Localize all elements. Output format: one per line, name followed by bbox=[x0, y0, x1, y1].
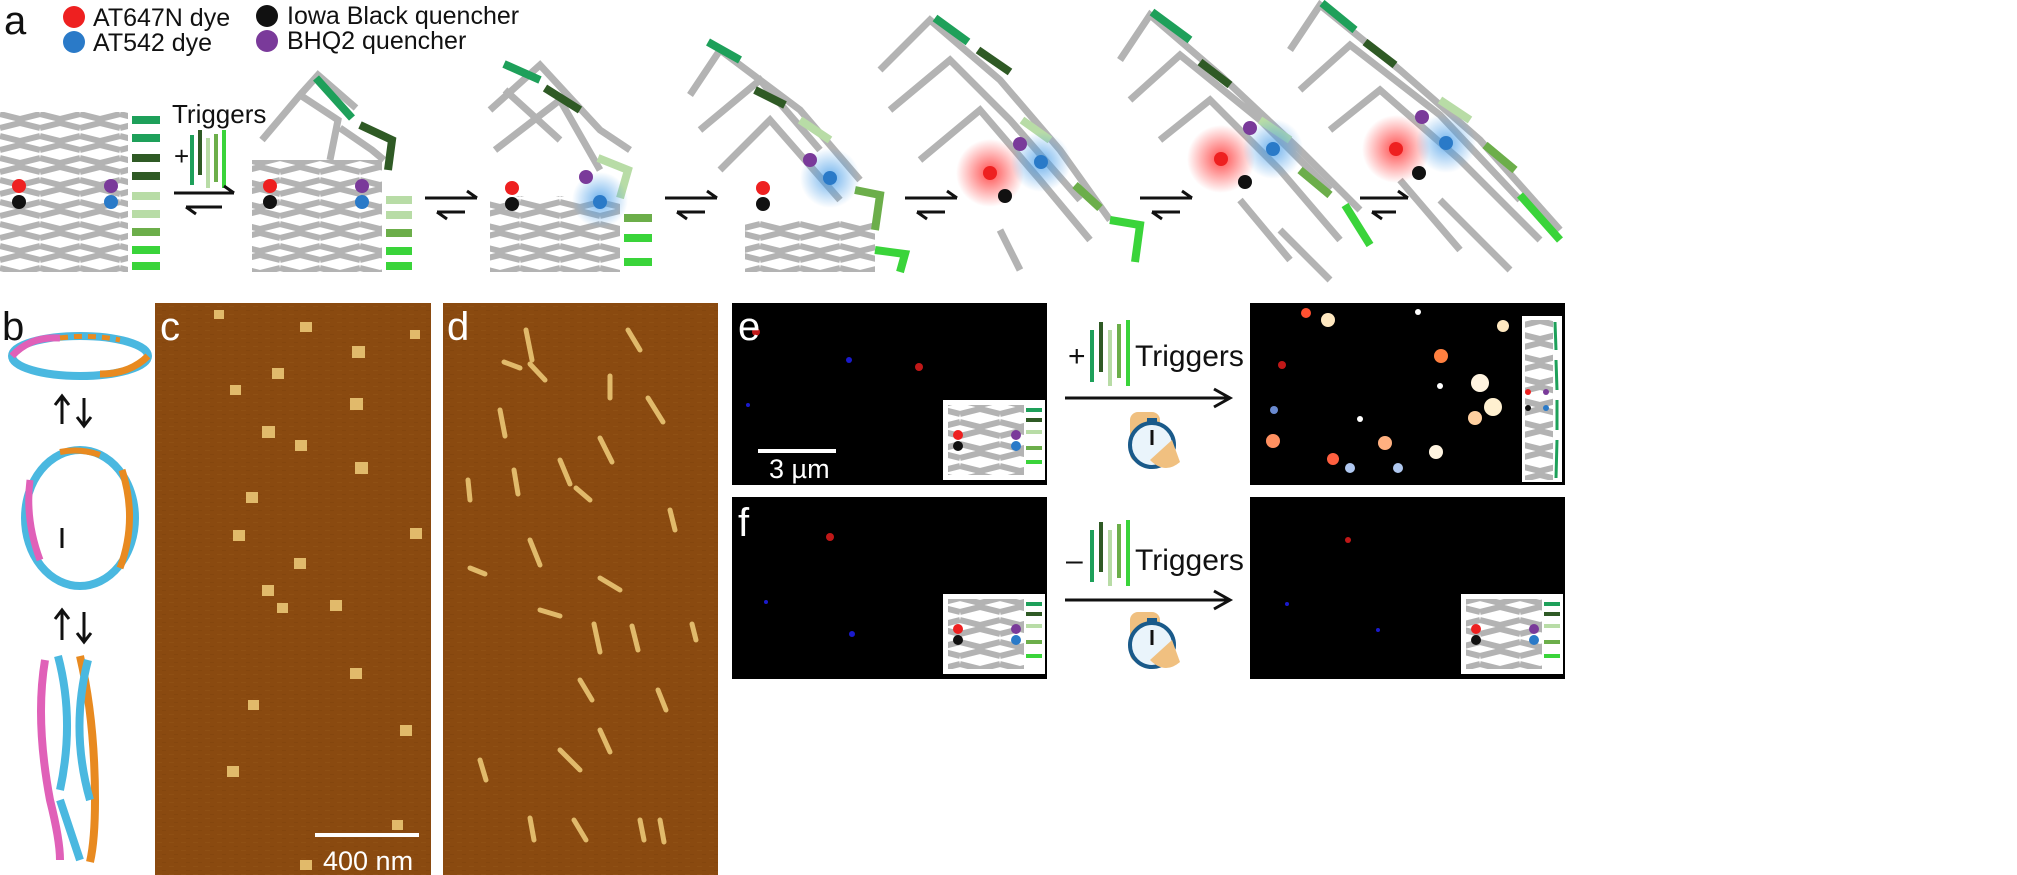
origami-state-4 bbox=[687, 38, 911, 274]
equilibrium-arrow-pair bbox=[1360, 189, 1409, 221]
origami-state-6 bbox=[1117, 8, 1374, 283]
triggers-label: Triggers bbox=[172, 99, 266, 129]
equilibrium-arrow-pair bbox=[905, 189, 958, 221]
fluorescence-image-e-before: 3 µm bbox=[732, 303, 1047, 485]
legend-item-iowa-black: Iowa Black quencher bbox=[256, 2, 519, 30]
fluorescence-image-f-after bbox=[1250, 497, 1565, 679]
minus-sign: – bbox=[1066, 544, 1083, 577]
origami-state-1 bbox=[0, 112, 160, 272]
afm-image-d bbox=[443, 303, 718, 875]
panel-label-f: f bbox=[738, 501, 750, 545]
triggers-plus-group: + Triggers bbox=[1065, 320, 1244, 469]
legend-item-at542: AT542 dye bbox=[63, 29, 212, 57]
panel-label-b: b bbox=[2, 305, 24, 349]
equilibrium-arrow-pair bbox=[174, 184, 235, 216]
inset-origami bbox=[943, 400, 1045, 480]
scale-bar bbox=[315, 833, 419, 837]
legend: AT647N dye AT542 dye Iowa Black quencher… bbox=[63, 2, 519, 57]
blue-dot-icon bbox=[63, 31, 85, 53]
triggers-label: Triggers bbox=[1135, 340, 1244, 373]
equilibrium-arrow-pair bbox=[665, 189, 718, 221]
legend-item-bhq2: BHQ2 quencher bbox=[256, 27, 466, 55]
red-dot-icon bbox=[63, 6, 85, 28]
triggers-minus-group: – Triggers bbox=[1065, 520, 1244, 669]
origami-state-2 bbox=[252, 70, 412, 272]
inset-origami bbox=[1461, 594, 1563, 674]
panel-label-c: c bbox=[160, 305, 180, 349]
inset-origami-open bbox=[1522, 316, 1562, 482]
origami-state-3 bbox=[487, 60, 652, 272]
panel-label-a: a bbox=[4, 0, 27, 43]
afm-image-c: 400 nm bbox=[155, 303, 431, 875]
fluorescence-image-e-after bbox=[1250, 303, 1565, 485]
equilibrium-arrow-pair bbox=[1140, 189, 1193, 221]
scale-label: 3 µm bbox=[769, 454, 830, 484]
scale-label: 400 nm bbox=[323, 846, 413, 875]
origami-state-7 bbox=[1287, 0, 1563, 273]
black-dot-icon bbox=[256, 5, 278, 27]
triggers-label: Triggers bbox=[1135, 544, 1244, 577]
stopwatch-icon bbox=[1128, 612, 1180, 669]
equilibrium-arrow-pair bbox=[425, 189, 478, 221]
triggers-icon: Triggers + bbox=[172, 99, 266, 188]
legend-item-at647n: AT647N dye bbox=[63, 4, 230, 32]
panel-label-e: e bbox=[738, 305, 760, 349]
legend-label: BHQ2 quencher bbox=[287, 27, 466, 55]
equilibrium-arrows bbox=[174, 184, 1409, 221]
origami-state-5 bbox=[877, 14, 1145, 272]
purple-dot-icon bbox=[256, 30, 278, 52]
plus-sign: + bbox=[1068, 340, 1086, 373]
inset-origami bbox=[943, 594, 1045, 674]
stopwatch-icon bbox=[1128, 412, 1180, 469]
fluorescence-image-f-before bbox=[732, 497, 1047, 679]
legend-label: AT542 dye bbox=[93, 29, 212, 57]
plus-sign: + bbox=[174, 141, 189, 171]
legend-label: AT647N dye bbox=[93, 4, 230, 32]
panel-label-d: d bbox=[447, 305, 469, 349]
legend-label: Iowa Black quencher bbox=[287, 2, 519, 30]
dna-ring-diagram bbox=[8, 332, 152, 863]
